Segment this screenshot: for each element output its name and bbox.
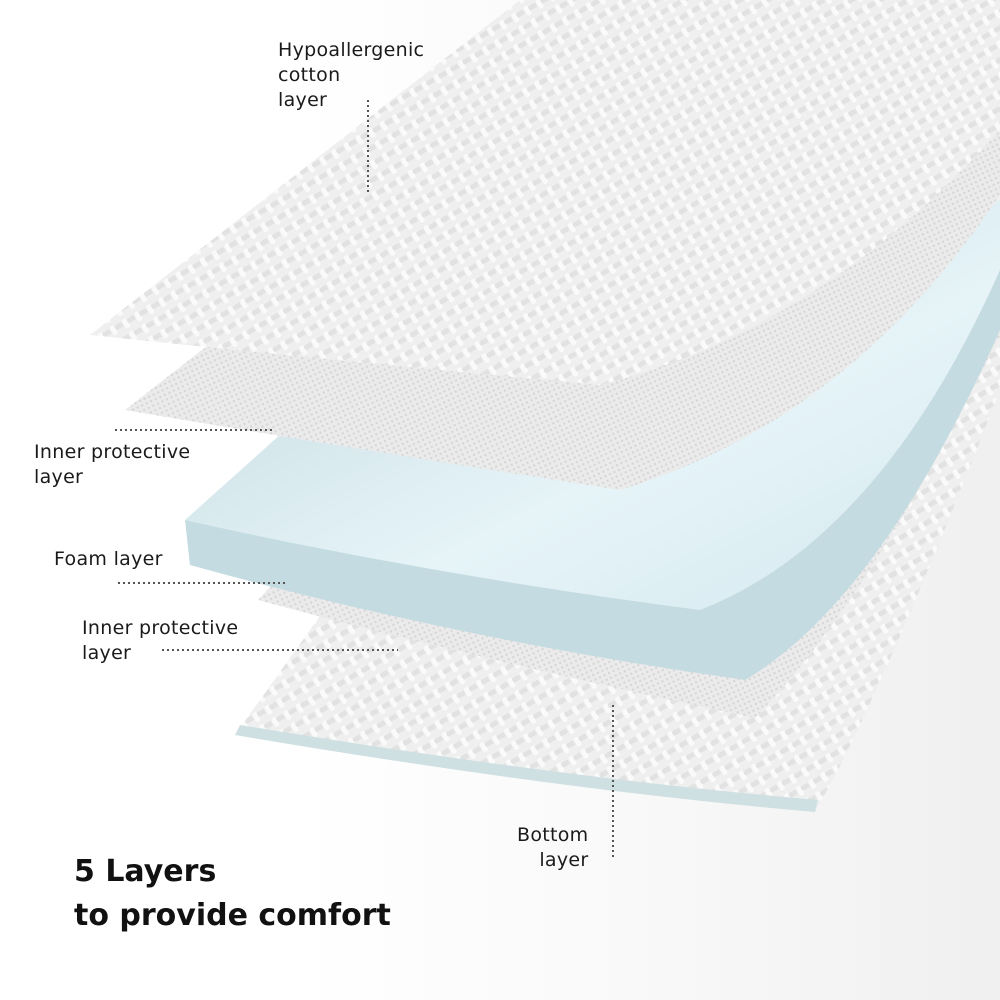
label-line: cotton — [278, 64, 341, 86]
label-inner-protective-lower: Inner protective layer — [82, 616, 238, 666]
headline-line: to provide comfort — [74, 898, 391, 933]
label-bottom-layer: Bottom layer — [517, 823, 589, 873]
headline: 5 Layers to provide comfort — [74, 850, 391, 938]
leader-lines — [115, 100, 614, 860]
label-line: Hypoallergenic — [278, 39, 425, 61]
label-line: Bottom — [517, 824, 589, 846]
label-foam: Foam layer — [54, 548, 163, 570]
label-line: layer — [539, 849, 589, 871]
label-line: layer — [82, 642, 132, 664]
label-line: layer — [278, 89, 328, 111]
label-top-layer: Hypoallergenic cotton layer — [278, 38, 424, 113]
label-line: Inner protective — [82, 617, 239, 639]
label-line: layer — [34, 466, 84, 488]
label-inner-protective-upper: Inner protective layer — [34, 440, 190, 490]
hypoallergenic-cotton-layer — [90, 0, 1000, 385]
headline-line: 5 Layers — [74, 854, 217, 889]
label-line: Inner protective — [34, 441, 191, 463]
